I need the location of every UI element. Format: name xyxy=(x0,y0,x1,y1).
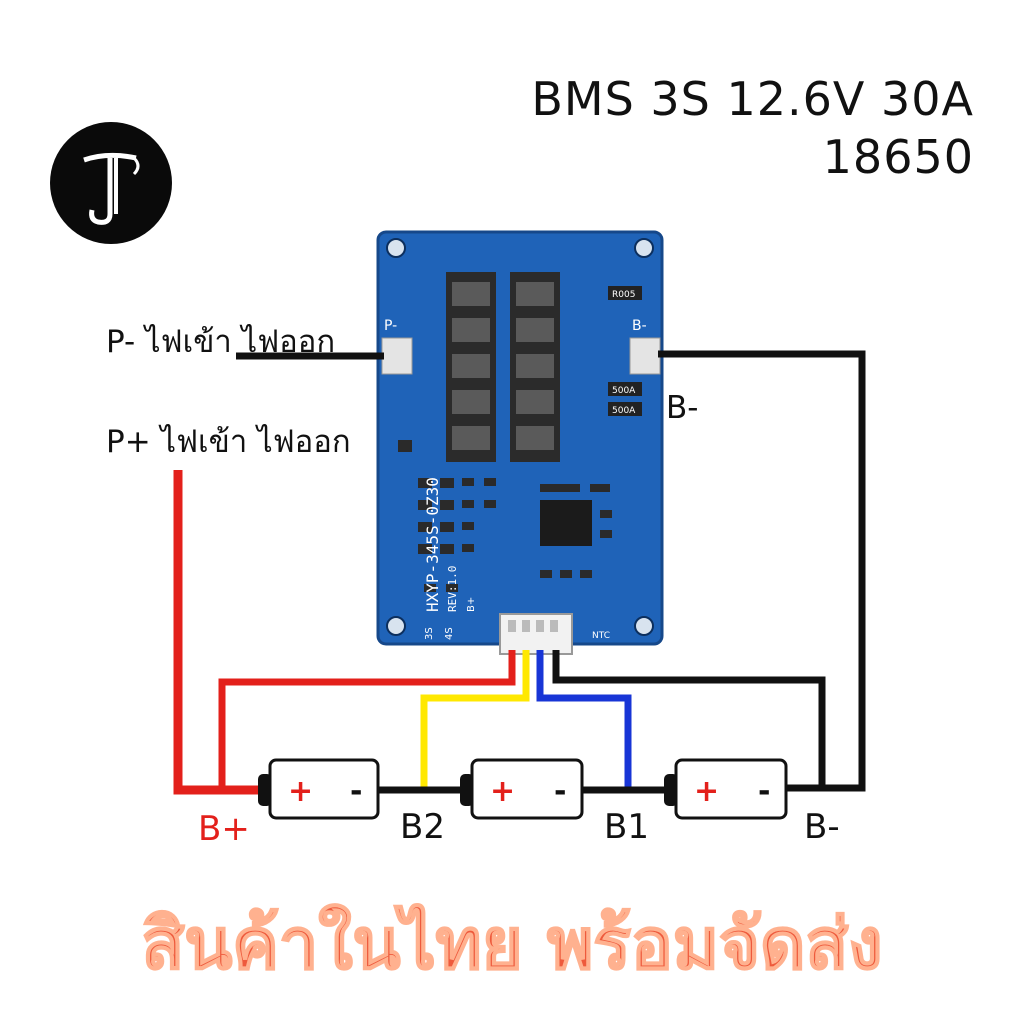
mosfet-array xyxy=(446,272,560,462)
resistor-500a-2 xyxy=(608,402,642,416)
battery-cell-3 xyxy=(664,758,788,820)
mounting-hole xyxy=(386,616,406,636)
resistor-500a-1 xyxy=(608,382,642,396)
battery-3-minus: - xyxy=(758,774,770,809)
resistor-r005-label: R005 xyxy=(612,290,635,300)
battery-1-plus: + xyxy=(288,774,313,809)
stock-banner: สินค้าในไทย พร้อมจัดส่ง xyxy=(141,902,884,986)
battery-1-minus: - xyxy=(350,774,362,809)
jt-logo-glyph xyxy=(83,152,140,225)
product-title: BMS 3S 12.6V 30A 18650 xyxy=(531,70,974,186)
battery-cell-1 xyxy=(258,758,380,820)
jt-logo-icon xyxy=(50,122,172,244)
p-minus-pad xyxy=(381,337,413,375)
terminal-b2: B2 xyxy=(400,807,445,847)
p-plus-label: P+ ไฟเข้า ไฟออก xyxy=(106,424,351,460)
wire-p-plus xyxy=(173,470,262,795)
battery-2-plus: + xyxy=(490,774,515,809)
battery-cell-2 xyxy=(460,758,584,820)
wire-balance-bplus xyxy=(218,650,516,790)
wire-balance-b2 xyxy=(420,650,530,790)
bms-ic-chip xyxy=(540,500,592,546)
wire-b-minus-main xyxy=(658,350,866,792)
b-minus-side-label: B- xyxy=(666,390,699,426)
battery-2-minus: - xyxy=(554,774,566,809)
board-3s-mark: 3S xyxy=(424,627,435,640)
terminal-b1: B1 xyxy=(604,807,649,847)
terminal-b-minus: B- xyxy=(804,807,840,847)
board-rev-text: REV:1.0 xyxy=(446,566,459,612)
board-model-text: HXYP-345S-0Z30 xyxy=(423,477,442,612)
bms-board: P- B- R005 500A 500A xyxy=(376,230,664,655)
board-4s-mark: 4S xyxy=(444,627,455,640)
resistor-500a-1-label: 500A xyxy=(612,386,636,396)
board-ntc-mark: NTC xyxy=(592,631,610,641)
b-minus-pad xyxy=(629,337,661,375)
resistor-500a-2-label: 500A xyxy=(612,406,636,416)
wire-balance-b1 xyxy=(536,650,632,790)
product-title-line2: 18650 xyxy=(822,130,974,184)
terminal-b-plus: B+ xyxy=(198,809,250,849)
mounting-hole xyxy=(634,616,654,636)
mounting-hole xyxy=(634,238,654,258)
resistor-r005 xyxy=(608,286,642,300)
wiring xyxy=(173,350,866,795)
wire-balance-bminus xyxy=(552,650,826,790)
smd-components xyxy=(398,440,612,592)
mounting-hole xyxy=(386,238,406,258)
board-bplus-mark: B+ xyxy=(466,597,477,612)
product-title-line1: BMS 3S 12.6V 30A xyxy=(531,72,974,126)
pad-label-p-minus: P- xyxy=(384,318,397,334)
pad-label-b-minus: B- xyxy=(632,318,647,334)
battery-3-plus: + xyxy=(694,774,719,809)
